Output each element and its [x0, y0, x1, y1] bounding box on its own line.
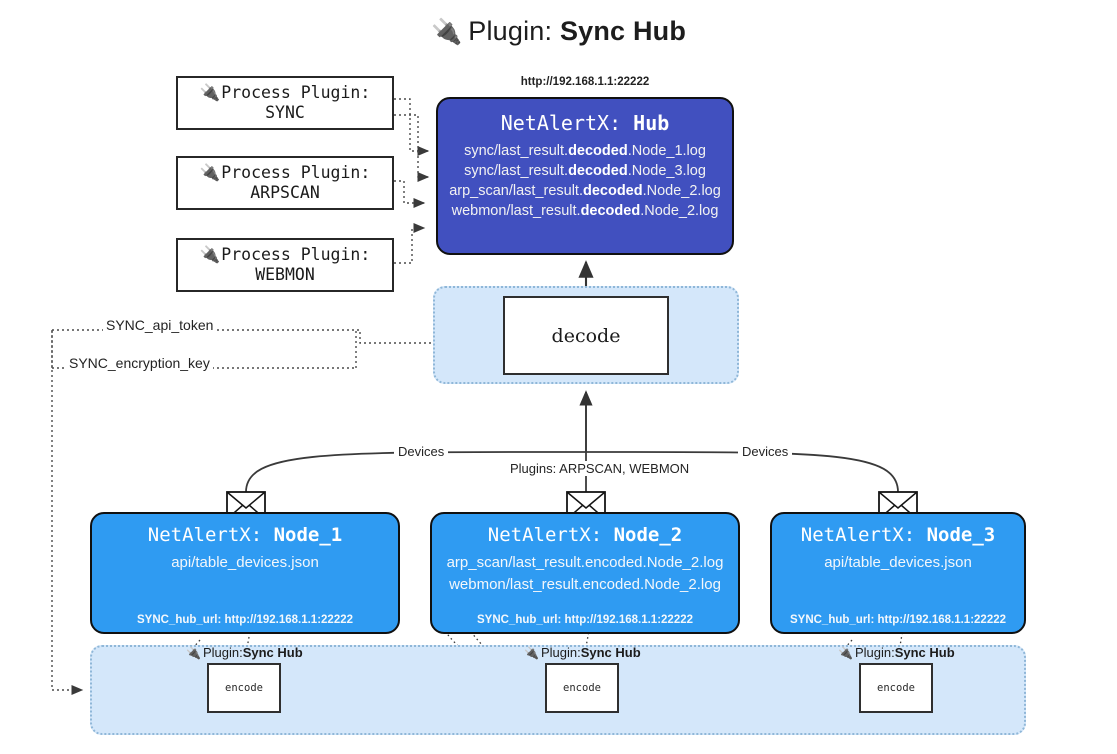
node-hub-url-setting: SYNC_hub_url: http://192.168.1.1:22222 — [476, 614, 694, 626]
plug-icon: 🔌 — [199, 244, 221, 264]
process-plugin-label: Process Plugin: — [221, 244, 371, 264]
process-plugin-label: Process Plugin: — [221, 82, 371, 102]
process-plugin-name: ARPSCAN — [250, 183, 320, 202]
plug-icon: 🔌 — [199, 82, 221, 102]
node-file-line: webmon/last_result.encoded.Node_2.log — [449, 576, 721, 593]
wire-arpscan-to-hub-line3 — [394, 180, 426, 209]
process-plugin-name: WEBMON — [255, 265, 315, 284]
plug-icon: 🔌 — [430, 18, 463, 46]
edge-label-devices-left: Devices — [394, 444, 449, 459]
plug-icon: 🔌 — [186, 645, 201, 660]
node-file-line: api/table_devices.json — [824, 554, 972, 571]
encode-plugin-label-1: 🔌Plugin: Sync Hub — [186, 645, 303, 660]
node-file-list: api/table_devices.json — [171, 554, 319, 614]
hub-file-list: sync/last_result.decoded.Node_1.log sync… — [438, 143, 732, 219]
hub-url-label: http://192.168.1.1:22222 — [520, 76, 650, 88]
wire-webmon-to-hub-line4 — [394, 222, 426, 264]
node-3[interactable]: NetAlertX: Node_3 api/table_devices.json… — [770, 512, 1026, 634]
node-file-line: api/table_devices.json — [171, 554, 319, 571]
hub-file-line: webmon/last_result.decoded.Node_2.log — [451, 203, 719, 219]
hub-file-line: arp_scan/last_result.decoded.Node_2.log — [449, 183, 721, 199]
edge-label-plugins: Plugins: ARPSCAN, WEBMON — [506, 461, 694, 476]
node-title: NetAlertX: Node_3 — [800, 524, 996, 546]
encode-box-2[interactable]: encode — [545, 663, 619, 713]
process-plugin-webmon[interactable]: 🔌Process Plugin: WEBMON — [176, 238, 394, 292]
process-plugin-name: SYNC — [265, 103, 305, 122]
node-file-list: api/table_devices.json — [824, 554, 972, 614]
sync-encryption-key-label: SYNC_encryption_key — [66, 355, 213, 371]
page-title-prefix: Plugin: — [468, 16, 560, 46]
plug-icon: 🔌 — [838, 645, 853, 660]
wire-encryption-key-to-band — [51, 330, 84, 696]
edge-label-devices-right: Devices — [738, 444, 793, 459]
encode-box-3[interactable]: encode — [859, 663, 933, 713]
page-title: 🔌Plugin: Sync Hub — [0, 16, 1117, 47]
node-2[interactable]: NetAlertX: Node_2 arp_scan/last_result.e… — [430, 512, 740, 634]
decode-box[interactable]: decode — [503, 296, 669, 375]
process-plugin-arpscan[interactable]: 🔌Process Plugin: ARPSCAN — [176, 156, 394, 210]
wire-sync-to-hub-line1 — [394, 98, 430, 157]
encode-plugin-label-2: 🔌Plugin: Sync Hub — [524, 645, 641, 660]
wire-sync-to-hub-line2 — [394, 114, 430, 183]
encode-plugin-label-3: 🔌Plugin: Sync Hub — [838, 645, 955, 660]
plug-icon: 🔌 — [524, 645, 539, 660]
page-title-name: Sync Hub — [559, 16, 687, 46]
node-title: NetAlertX: Node_2 — [487, 524, 683, 546]
node-hub-url-setting: SYNC_hub_url: http://192.168.1.1:22222 — [789, 614, 1007, 626]
encode-box-1[interactable]: encode — [207, 663, 281, 713]
plug-icon: 🔌 — [199, 162, 221, 182]
process-plugin-label: Process Plugin: — [221, 162, 371, 182]
hub-file-line: sync/last_result.decoded.Node_3.log — [464, 163, 706, 179]
node-file-list: arp_scan/last_result.encoded.Node_2.log … — [447, 554, 724, 614]
node-title: NetAlertX: Node_1 — [147, 524, 343, 546]
node-1[interactable]: NetAlertX: Node_1 api/table_devices.json… — [90, 512, 400, 634]
sync-api-token-label: SYNC_api_token — [103, 317, 217, 333]
process-plugin-sync[interactable]: 🔌Process Plugin: SYNC — [176, 76, 394, 130]
hub-title: NetAlertX: Hub — [438, 111, 732, 135]
node-hub-url-setting: SYNC_hub_url: http://192.168.1.1:22222 — [136, 614, 354, 626]
node-file-line: arp_scan/last_result.encoded.Node_2.log — [446, 554, 724, 571]
hub-node[interactable]: NetAlertX: Hub sync/last_result.decoded.… — [436, 97, 734, 255]
hub-file-line: sync/last_result.decoded.Node_1.log — [464, 143, 706, 159]
hub-title-prefix: NetAlertX: — [500, 111, 634, 135]
hub-title-name: Hub — [633, 111, 670, 135]
